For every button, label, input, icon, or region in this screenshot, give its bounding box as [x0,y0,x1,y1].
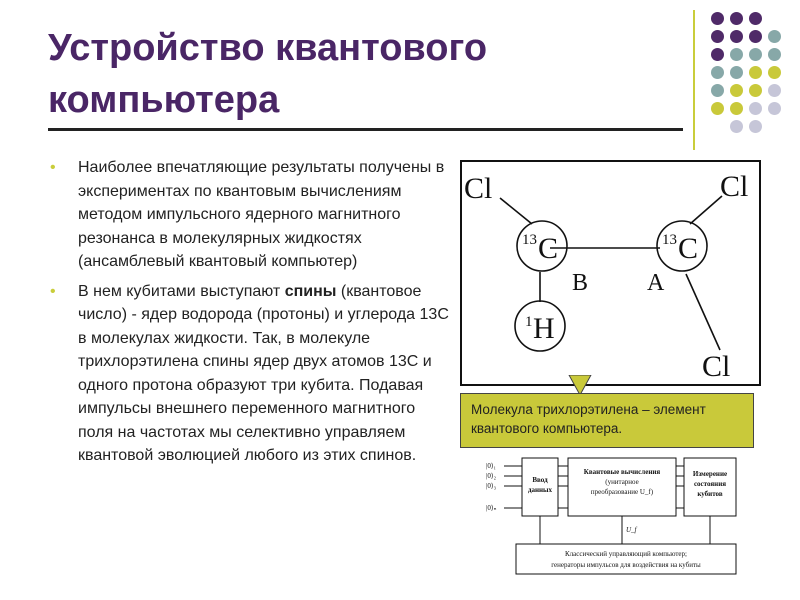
lavender-dot [768,84,781,97]
bullet-text: Наиболее впечатляющие результаты получен… [78,159,445,270]
quantum-compute-block [567,457,677,517]
figure-caption: Молекула трихлорэтилена – элемент кванто… [460,393,754,448]
compute-block-label: Квантовые вычисления [584,468,661,476]
measurement-block-label: состояния [694,480,726,488]
title-divider [48,128,683,131]
olive-dot [730,102,743,115]
bullet-marker: • [50,282,56,300]
purple-dot [749,12,762,25]
bond-cl-c [499,197,533,225]
teal-dot [768,30,781,43]
coupling-label-b: B [572,270,588,296]
bullet-marker: • [50,159,56,176]
isotope-label: 1 [525,314,533,330]
bullet-list: • Наиболее впечатляющие результаты получ… [50,156,450,474]
purple-dot [711,12,724,25]
teal-dot [730,48,743,61]
classical-block-label: Классический управляющий компьютер; [565,550,687,558]
carbon-label: C [538,232,558,265]
input-block-label: Ввод [532,476,548,484]
carbon-atom-left [516,220,568,272]
carbon-atom-right [656,220,708,272]
teal-dot [768,48,781,61]
quantum-computer-block-diagram: |0⟩₁ |0⟩₂ |0⟩₃ |0⟩ₙ Ввод данных Квантовы… [486,457,737,575]
bullet-text-start: В нем кубитами выступают [78,282,285,300]
bullet-text-end: (квантовое число) - ядер водорода (прото… [78,282,449,465]
teal-dot [711,66,724,79]
chlorine-label: Cl [464,172,492,205]
unitary-label: U_f [626,526,638,534]
trichloroethylene-molecule-figure: Cl Cl Cl 13 C 13 C 1 H B A [460,160,761,386]
lavender-dot [749,102,762,115]
qubit-label: |0⟩₁ [486,462,496,470]
teal-dot [711,84,724,97]
measurement-block-label: Измерение [693,470,727,478]
isotope-label: 13 [522,232,537,248]
bond-cl-c [689,195,723,225]
teal-dot [749,48,762,61]
coupling-label-a: A [647,270,665,296]
purple-dot [711,30,724,43]
compute-block-label: преобразование U_f) [591,488,654,496]
classical-computer-block [515,543,737,575]
chlorine-label: Cl [702,350,730,383]
bullet-bold-term: спины [284,282,337,300]
lavender-dot [749,120,762,133]
compute-block-label: (унитарное [605,478,639,486]
caption-pointer-icon [568,375,592,397]
classical-block-label: генераторы импульсов для воздействия на … [551,561,701,569]
page-title: Устройство квантового компьютера [48,27,488,121]
olive-dot [749,84,762,97]
carbon-label: C [678,232,698,265]
bullet-item: • В нем кубитами выступают спины (кванто… [50,280,450,468]
bullet-item: • Наиболее впечатляющие результаты получ… [50,156,450,274]
hydrogen-atom [514,300,566,352]
olive-dot [730,84,743,97]
measurement-block-label: кубитов [697,490,723,498]
purple-dot [749,30,762,43]
isotope-label: 13 [662,232,677,248]
purple-dot [730,30,743,43]
input-block-label: данных [528,486,553,494]
lavender-dot [730,120,743,133]
olive-dot [711,102,724,115]
hydrogen-label: H [533,312,555,345]
chlorine-label: Cl [720,170,748,203]
molecule-diagram: Cl Cl Cl 13 C 13 C 1 H B A [464,170,748,383]
bond-c-cl [685,273,721,351]
purple-dot [730,12,743,25]
decorative-vertical-line [693,10,695,150]
lavender-dot [768,102,781,115]
qubit-label: |0⟩₃ [486,482,497,490]
teal-dot [730,66,743,79]
olive-dot [749,66,762,79]
qubit-label: |0⟩₂ [486,472,497,480]
purple-dot [711,48,724,61]
qubit-label: |0⟩ₙ [486,504,497,512]
olive-dot [768,66,781,79]
